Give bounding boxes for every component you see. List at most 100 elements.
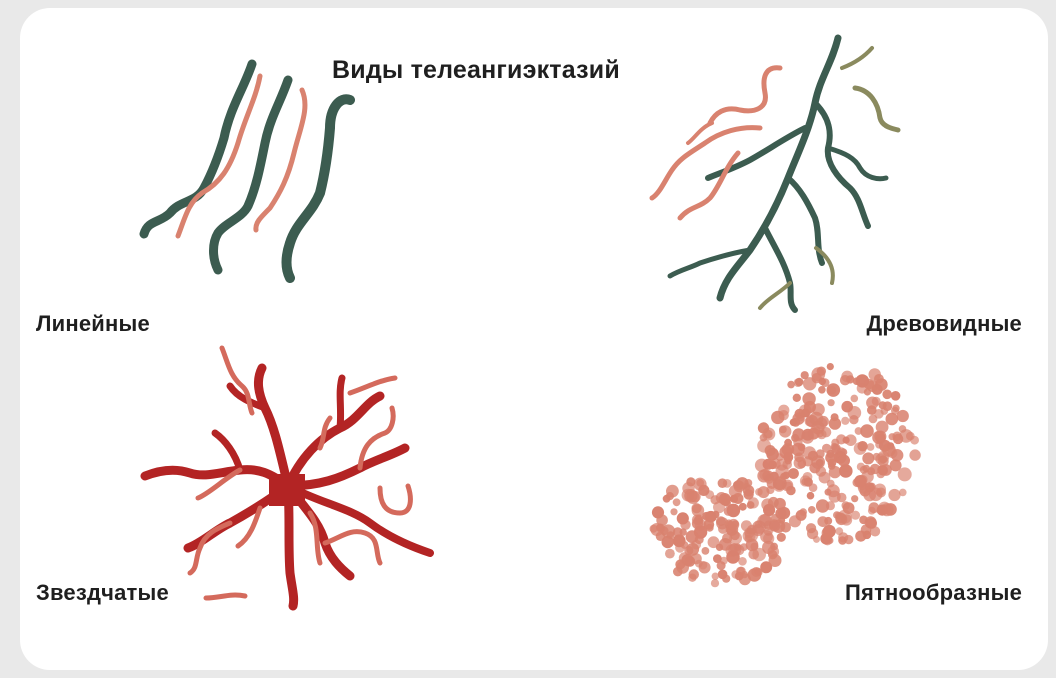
spot-cluster-1-dot-111 xyxy=(909,449,920,460)
spot-cluster-2-dot-149 xyxy=(692,518,703,529)
spot-cluster-2-dot-78 xyxy=(675,543,685,553)
spot-cluster-1-dot-252 xyxy=(857,463,865,471)
spot-cluster-2-dot-124 xyxy=(738,557,747,566)
star-branch-3 xyxy=(215,433,240,470)
spot-cluster-2-dot-157 xyxy=(722,533,732,543)
spot-cluster-1-dot-219 xyxy=(789,515,801,527)
spot-cluster-2-dot-139 xyxy=(728,519,739,530)
spot-cluster-2-dot-162 xyxy=(667,531,675,539)
spot-cluster-1-dot-242 xyxy=(827,484,840,497)
spot-cluster-1-dot-106 xyxy=(816,499,829,512)
star-light-branch-2 xyxy=(350,378,395,393)
spot-cluster-1-dot-256 xyxy=(831,444,841,454)
spot-cluster-2-dot-74 xyxy=(770,543,778,551)
spot-cluster-1-dot-179 xyxy=(899,425,907,433)
spot-cluster-1-dot-258 xyxy=(808,451,818,461)
spot-cluster-1-dot-23 xyxy=(790,419,798,427)
spot-cluster-2-dot-111 xyxy=(748,497,759,508)
spot-cluster-2-dot-47 xyxy=(702,547,710,555)
tree-vessels xyxy=(652,38,898,310)
spot-cluster-1-dot-181 xyxy=(829,466,841,478)
spot-cluster-2-dot-125 xyxy=(718,570,728,580)
spot-cluster-1-dot-235 xyxy=(829,417,841,429)
spot-cluster-1-dot-192 xyxy=(757,439,771,453)
spot-cluster-2-dot-91 xyxy=(698,485,709,496)
spot-cluster-1-dot-229 xyxy=(822,527,835,540)
spot-cluster-2-dot-165 xyxy=(719,493,731,505)
spot-cluster-1-dot-200 xyxy=(882,390,892,400)
spot-cluster-1-dot-257 xyxy=(802,429,814,441)
spot-cluster-2-dot-148 xyxy=(731,570,739,578)
star-light-branch-1 xyxy=(222,348,252,413)
spot-cluster-2-dot-152 xyxy=(699,562,711,574)
tree-light-branch-3 xyxy=(680,153,738,218)
spot-cluster-2-dot-117 xyxy=(686,477,695,486)
spot-cluster-1-dot-114 xyxy=(838,455,850,467)
spot-cluster-1-dot-149 xyxy=(884,503,897,516)
spot-cluster-2-dot-168 xyxy=(733,480,743,490)
spot-cluster-2-dot-151 xyxy=(705,511,717,523)
spot-cluster-2-dot-20 xyxy=(673,498,681,506)
spot-cluster-2-dot-161 xyxy=(689,569,699,579)
star-label: Звездчатые xyxy=(36,580,169,606)
linear-dark-vessel-3 xyxy=(287,99,350,278)
spot-cluster-1-dot-39 xyxy=(788,468,799,479)
spot-cluster-1-dot-216 xyxy=(843,437,850,444)
linear-label: Линейные xyxy=(36,311,150,337)
tree-olive-branch-1 xyxy=(855,88,898,130)
spot-cluster-2-dot-121 xyxy=(675,559,685,569)
spot-cluster-1-dot-133 xyxy=(809,483,818,492)
spot-cluster-1-dot-214 xyxy=(764,430,773,439)
spot-cluster-2-dot-130 xyxy=(708,536,720,548)
spot-cluster-1-dot-221 xyxy=(888,489,900,501)
spot-cluster-2-dot-118 xyxy=(758,486,770,498)
tree-olive-branch-2 xyxy=(842,48,872,68)
spot-cluster-1-dot-131 xyxy=(898,467,912,481)
spot-cluster-2-dot-46 xyxy=(665,549,675,559)
spot-cluster-1-dot-170 xyxy=(866,397,879,410)
spot-cluster-2-dot-166 xyxy=(716,516,726,526)
spot-cluster-1-dot-141 xyxy=(793,394,801,402)
star-center xyxy=(269,474,305,506)
spot-cluster-1-dot-210 xyxy=(867,467,875,475)
spot-cluster-1-dot-196 xyxy=(864,388,871,395)
linear-vessels xyxy=(144,64,350,278)
diagram-title: Виды телеангиэктазий xyxy=(332,56,620,85)
spot-cluster-1-dot-63 xyxy=(891,391,901,401)
spot-cluster-1-dot-232 xyxy=(891,407,899,415)
tree-olive-branch-4 xyxy=(760,283,790,308)
spot-cluster-1-dot-137 xyxy=(808,506,816,514)
spot-cluster-1-dot-176 xyxy=(827,363,834,370)
spot-cluster-1-dot-238 xyxy=(786,486,796,496)
diagram-card: Виды телеангиэктазий Линейные Древовидны… xyxy=(20,8,1048,670)
spot-cluster-1-dot-204 xyxy=(763,459,774,470)
spot-cluster-1-dot-184 xyxy=(813,426,820,433)
spot-cluster-1-dot-243 xyxy=(879,455,887,463)
spot-cluster-2-dot-131 xyxy=(666,485,679,498)
spot-cluster-2-dot-167 xyxy=(755,569,762,576)
spot-cluster-2-dot-154 xyxy=(769,554,782,567)
spot-cluster-1-dot-249 xyxy=(809,412,823,426)
spot-cluster-2-dot-114 xyxy=(670,508,677,515)
spot-cluster-1-dot-104 xyxy=(773,479,785,491)
spot-cluster-2-dot-144 xyxy=(771,514,779,522)
spot-cluster-1-dot-251 xyxy=(812,373,822,383)
spot-cluster-2-dot-102 xyxy=(677,512,689,524)
spot-cluster-1-dot-241 xyxy=(778,405,789,416)
tree-light-branch-1 xyxy=(710,68,780,123)
spot-cluster-1-dot-206 xyxy=(838,510,852,524)
spot-cluster-1-dot-223 xyxy=(874,409,884,419)
spot-cluster-2-dot-160 xyxy=(650,525,658,533)
spot-cluster-1-dot-154 xyxy=(779,425,791,437)
spot-cluster-1-dot-199 xyxy=(816,459,824,467)
star-light-branch-4 xyxy=(380,486,410,513)
spot-cluster-1-dot-205 xyxy=(875,378,888,391)
spot-cluster-1-dot-202 xyxy=(879,401,887,409)
spot-cluster-1-dot-180 xyxy=(817,516,828,527)
spot-cluster-2-dot-127 xyxy=(763,504,775,516)
spot-cluster-2-dot-159 xyxy=(712,573,719,580)
spot-cluster-2-dot-156 xyxy=(686,530,699,543)
spot-cluster-1-dot-217 xyxy=(835,527,843,535)
spot-cluster-2-dot-13 xyxy=(777,533,786,542)
spot-cluster-1-dot-231 xyxy=(887,442,894,449)
